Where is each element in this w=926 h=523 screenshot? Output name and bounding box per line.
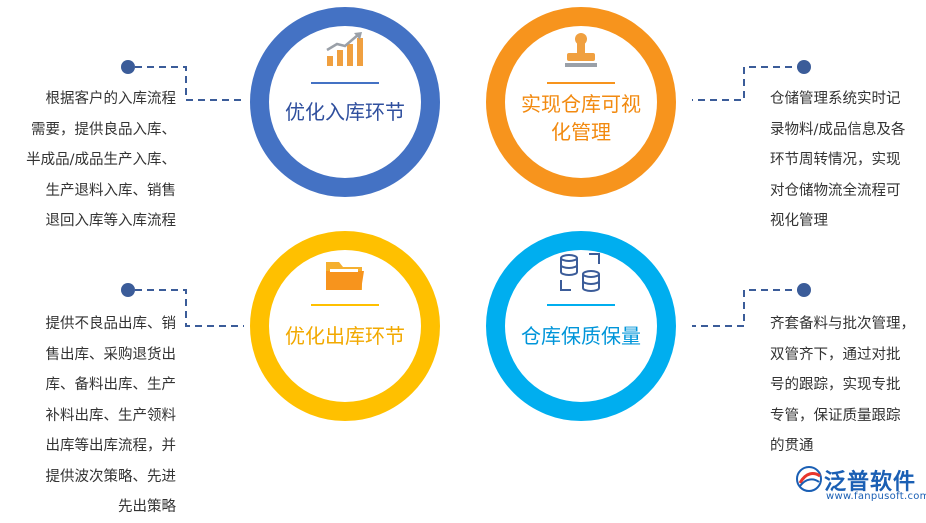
logo-url-text: www.fanpusoft.com — [826, 491, 926, 502]
database-icon — [560, 253, 600, 292]
title-rule — [547, 304, 615, 306]
bar-chart-icon — [326, 32, 363, 66]
description-inbound: 根据客户的入库流程 需要，提供良品入库、 半成品/成品生产入库、 生产退料入库、… — [26, 91, 176, 229]
brand-logo: 泛普软件 www.fanpusoft.com — [794, 462, 926, 506]
stamp-icon — [565, 33, 597, 67]
connector-outbound — [135, 289, 244, 327]
node-title-line: 优化出库环节 — [285, 324, 405, 348]
connector-quality — [692, 289, 804, 327]
connector-inbound — [135, 66, 244, 101]
title-rule — [311, 304, 379, 306]
logo-mark-icon — [796, 466, 822, 492]
connector-dot-inbound — [121, 60, 135, 74]
node-title-line: 仓库保质保量 — [521, 324, 641, 348]
folder-icon — [326, 262, 364, 290]
connector-dot-outbound — [121, 283, 135, 297]
description-visual: 仓储管理系统实时记 录物料/成品信息及各 环节周转情况，实现 对仓储物流全流程可… — [770, 91, 906, 229]
node-title-line: 优化入库环节 — [285, 100, 405, 124]
title-rule — [311, 82, 379, 84]
connector-dot-quality — [797, 283, 811, 297]
node-title-line: 实现仓库可视 — [521, 92, 641, 116]
description-quality: 齐套备料与批次管理， 双管齐下，通过对批 号的跟踪，实现专批 专管，保证质量跟踪… — [770, 316, 915, 454]
node-inbound: 优化入库环节 — [250, 7, 440, 197]
node-title: 仓库保质保量 — [505, 322, 657, 350]
node-title-line: 化管理 — [551, 120, 611, 144]
connector-dot-visual — [797, 60, 811, 74]
logo-brand-text: 泛普软件 — [824, 470, 917, 495]
node-title: 优化出库环节 — [269, 322, 421, 350]
node-title: 实现仓库可视 化管理 — [505, 90, 657, 146]
node-outbound: 优化出库环节 — [250, 231, 440, 421]
node-quality: 仓库保质保量 — [486, 231, 676, 421]
title-rule — [547, 82, 615, 84]
description-outbound: 提供不良品出库、销 售出库、采购退货出 库、备料出库、生产 补料出库、生产领料 … — [45, 316, 177, 515]
node-title: 优化入库环节 — [269, 98, 421, 126]
node-visual: 实现仓库可视 化管理 — [486, 7, 676, 197]
connector-visual — [692, 66, 804, 101]
